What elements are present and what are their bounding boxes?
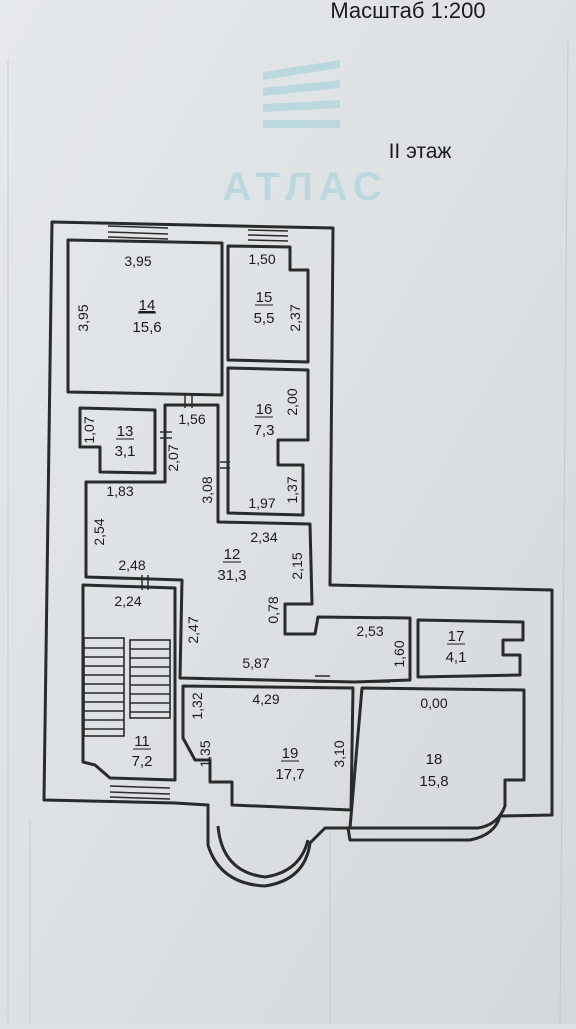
room-17-area: 4,1 xyxy=(446,649,467,666)
room-18-label: 18 15,8 xyxy=(419,751,448,790)
dim-room15-height: 2,37 xyxy=(287,304,303,331)
dim-room19-width: 4,29 xyxy=(252,691,279,707)
watermark-text: АТЛАС xyxy=(222,165,387,209)
dim-corridor-right-top: 2,34 xyxy=(250,529,277,545)
room-17-number: 17 xyxy=(448,628,465,645)
window-top-left xyxy=(107,225,169,240)
window-top-right xyxy=(247,229,289,242)
room-11-area: 7,2 xyxy=(132,753,153,770)
dim-corridor-east: 2,53 xyxy=(356,623,383,639)
room-13-label: 133,1 xyxy=(115,423,136,460)
room-13-area: 3,1 xyxy=(115,443,136,460)
dim-room19-left-bottom: 1,35 xyxy=(197,740,213,767)
room-12-label: 12 31,3 xyxy=(217,546,246,584)
dim-room14-width: 3,95 xyxy=(124,253,151,269)
room-15-area: 5,5 xyxy=(254,310,275,327)
watermark-logo: АТЛАС xyxy=(222,60,387,209)
dim-corridor-bottom: 5,87 xyxy=(242,655,269,671)
dim-room19-right: 3,10 xyxy=(331,740,347,767)
dim-room13-height: 1,07 xyxy=(81,416,97,443)
room-16-area: 7,3 xyxy=(254,422,275,439)
dim-room19-left-top: 1,32 xyxy=(189,692,205,719)
dim-corridor-right: 2,15 xyxy=(289,552,305,579)
dim-corridor-upper: 3,08 xyxy=(199,476,215,503)
window-bottom xyxy=(109,785,171,800)
dim-room16-top: 2,00 xyxy=(284,388,300,415)
door-marks xyxy=(141,395,390,689)
dim-passage-height: 2,07 xyxy=(165,444,181,471)
room-19-number: 19 xyxy=(282,745,299,762)
dim-niche: 0,78 xyxy=(265,596,281,623)
dim-passage-width: 1,56 xyxy=(178,411,205,427)
dim-stairhall-width: 2,24 xyxy=(114,593,141,609)
stair-steps xyxy=(84,647,170,730)
dim-corridor-east-height: 1,60 xyxy=(391,640,407,667)
room-18-area: 15,8 xyxy=(419,773,448,790)
floor-label: II этаж xyxy=(389,140,452,163)
watermark-wave-icon xyxy=(263,60,340,128)
dim-room16-bottom: 1,37 xyxy=(284,476,300,503)
dim-corridor-lower-left: 2,47 xyxy=(185,616,201,643)
staircase xyxy=(83,637,171,737)
room-12-number: 12 xyxy=(224,546,241,563)
room-17-label: 174,1 xyxy=(446,628,467,666)
dim-room14-height: 3,95 xyxy=(75,304,91,331)
paper-ruling xyxy=(7,39,569,1025)
room-12-area: 31,3 xyxy=(217,567,246,584)
room-15-number: 15 xyxy=(256,289,273,306)
dimension-labels: 3,95 3,95 1,50 2,37 2,00 1,37 1,97 1,07 … xyxy=(75,251,448,768)
room-18-number: 18 xyxy=(426,751,443,768)
room-14-number: 14 xyxy=(139,297,156,314)
room-13-number: 13 xyxy=(117,423,134,440)
room-16-number: 16 xyxy=(256,401,273,418)
room-19-area: 17,7 xyxy=(275,766,304,783)
room-11-label: 117,2 xyxy=(132,733,153,770)
room-14-label: 14 15,6 xyxy=(132,297,161,336)
room-16-label: 167,3 xyxy=(254,401,275,439)
walls xyxy=(42,220,554,888)
dim-room18-width: 0,00 xyxy=(420,695,447,711)
dim-corridor-bottom-left: 2,48 xyxy=(118,557,145,573)
room-14-area: 15,6 xyxy=(132,319,161,336)
room-15-label: 155,5 xyxy=(254,289,275,327)
scale-label: Масштаб 1:200 xyxy=(330,0,485,23)
dim-room15-width: 1,50 xyxy=(248,251,275,267)
room-11-number: 11 xyxy=(134,733,150,750)
room-19-label: 19 17,7 xyxy=(275,745,304,783)
dim-corridor-left: 2,54 xyxy=(91,518,107,545)
dim-room16-width: 1,97 xyxy=(248,495,275,511)
dim-corridor-top: 1,83 xyxy=(106,483,133,499)
window-markers xyxy=(107,225,390,800)
